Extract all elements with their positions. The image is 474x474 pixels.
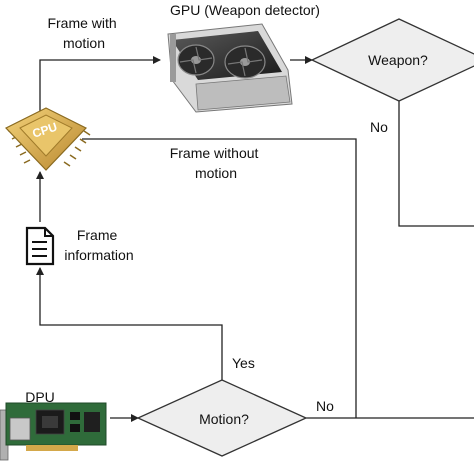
weapon-no-label: No [370,119,388,135]
edge-cpu-to-gpu [39,56,161,112]
weapon-decision-diamond [310,18,474,102]
frame-with-motion-label: Frame with motion [47,15,120,51]
dpu-network-card-icon [0,402,107,461]
edge-frame-without-motion [82,138,357,418]
motion-no-label: No [316,398,334,414]
dpu-label: DPU [25,389,55,405]
motion-decision-label: Motion? [199,411,249,427]
motion-yes-label: Yes [232,355,255,371]
graphics-card-icon [167,23,293,113]
frame-without-motion-label: Frame without motion [170,145,263,181]
cpu-chip-icon: CPU [5,107,91,171]
gpu-title: GPU (Weapon detector) [170,2,320,18]
motion-decision-diamond [136,379,308,457]
weapon-decision-label: Weapon? [368,52,428,68]
document-icon [25,226,55,266]
frame-information-label: Frame information [64,227,133,263]
edge-weapon-no [398,101,474,227]
edge-motion-yes [36,267,223,380]
